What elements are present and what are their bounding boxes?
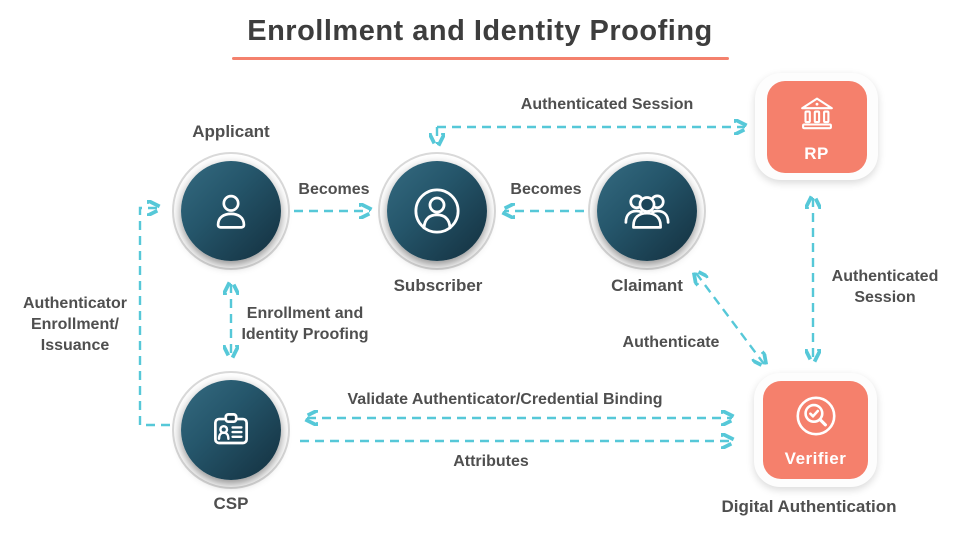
edge-authenticator-issuance-csp-applicant (138, 208, 170, 427)
rp-node: RP (755, 73, 878, 180)
applicant-label: Applicant (192, 122, 270, 141)
digital-authentication-label: Digital Authentication (721, 497, 897, 516)
claimant-node (588, 152, 706, 270)
page-title: Enrollment and Identity Proofing (247, 15, 713, 47)
bank-icon (794, 90, 840, 141)
rp-label: RP (804, 143, 829, 163)
enrollment-identity-proofing-label: Enrollment and Identity Proofing (241, 305, 369, 343)
applicant-node (172, 152, 290, 270)
person-icon (208, 188, 254, 234)
edge-authenticate-claimant-verifier (696, 273, 764, 364)
subscriber-label: Subscriber (393, 276, 483, 295)
attributes-label: Attributes (453, 453, 529, 470)
authenticated-session-right-label: Authenticated Session (831, 268, 939, 306)
person-circle-icon (411, 185, 463, 237)
group-icon (621, 185, 673, 237)
subscriber-node (378, 152, 496, 270)
authenticated-session-top-label: Authenticated Session (520, 96, 694, 113)
becomes-label-left: Becomes (298, 181, 370, 198)
id-card-icon (206, 405, 256, 455)
becomes-label-right: Becomes (510, 181, 582, 198)
csp-node (172, 371, 290, 489)
authenticate-label: Authenticate (622, 334, 720, 351)
csp-label: CSP (213, 494, 249, 513)
verifier-node: Verifier (754, 373, 877, 487)
verifier-label: Verifier (784, 449, 847, 468)
validate-binding-label: Validate Authenticator/Credential Bindin… (347, 391, 663, 408)
magnifier-check-icon (791, 391, 841, 446)
authenticator-enrollment-issuance-label: Authenticator Enrollment/ Issuance (23, 295, 127, 354)
title-underline (232, 57, 729, 60)
claimant-label: Claimant (611, 276, 683, 295)
